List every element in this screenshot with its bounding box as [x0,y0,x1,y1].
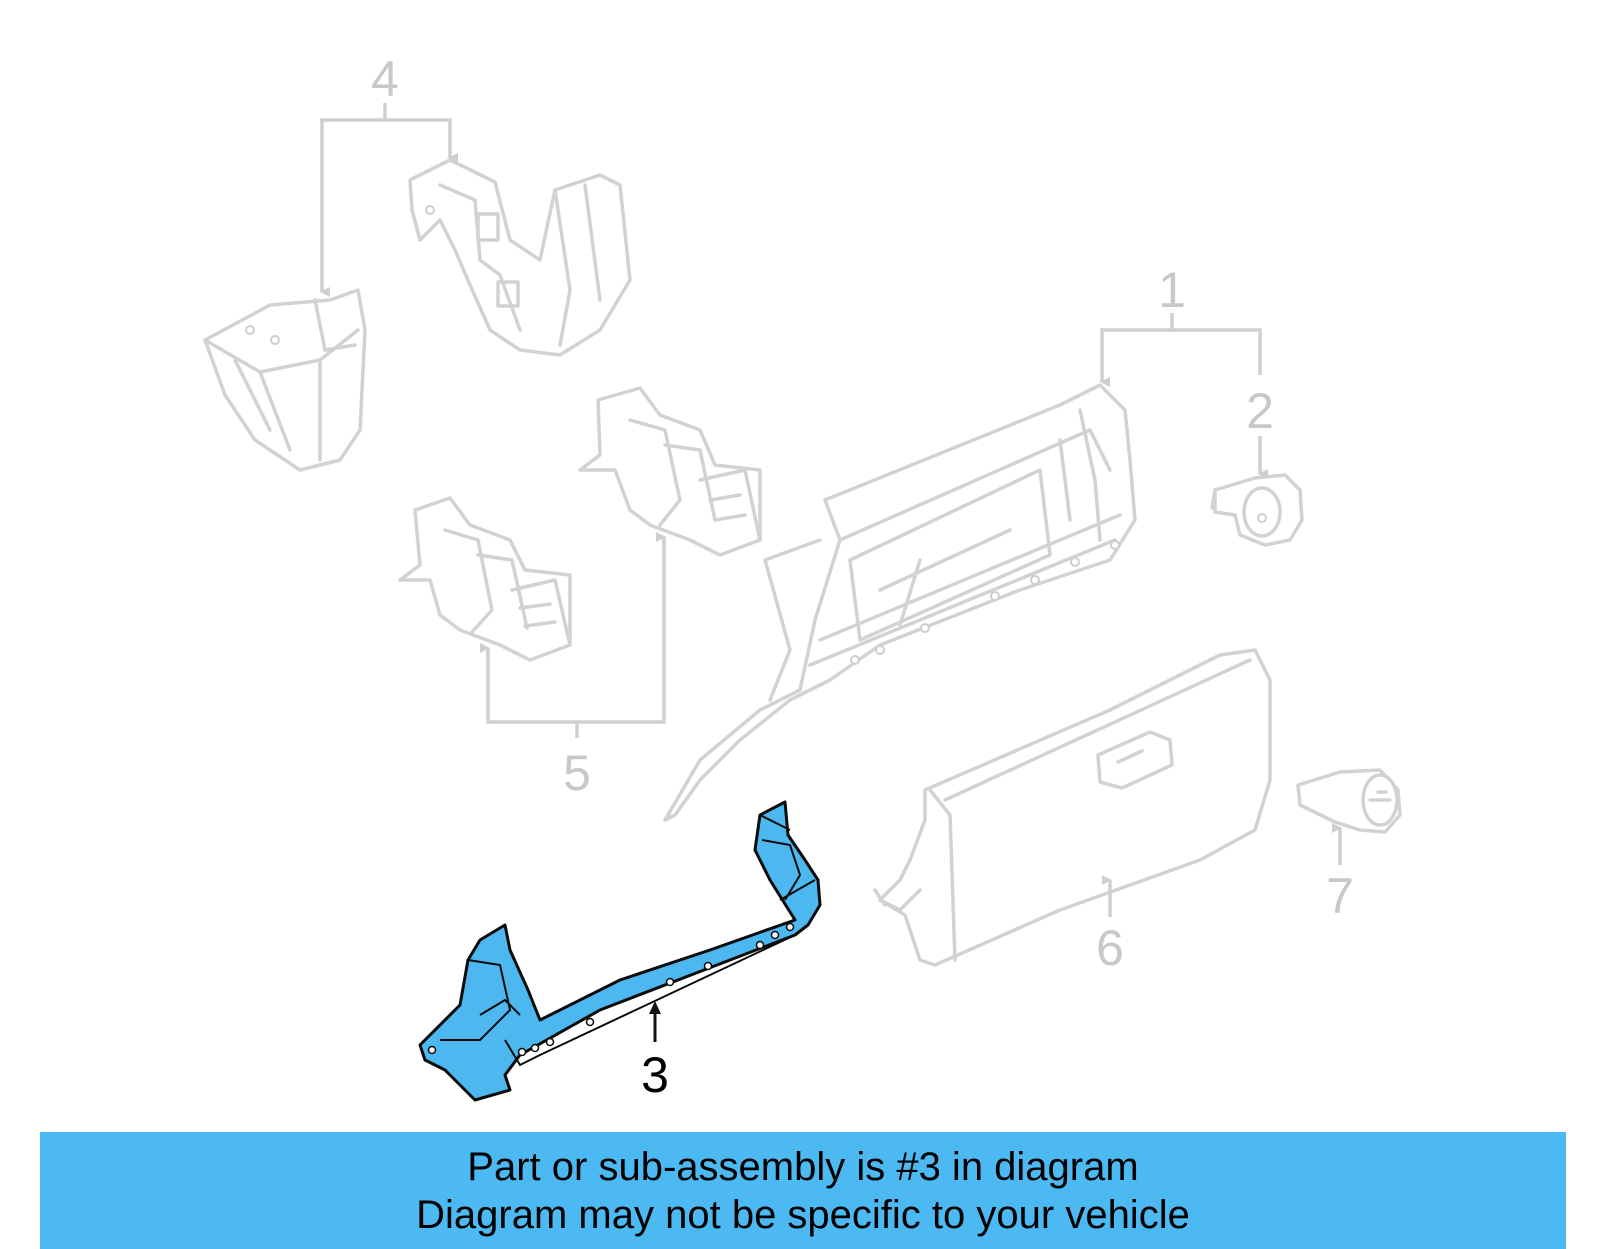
callout-7: 7 [1326,868,1354,924]
part-4-bracket-left [203,288,367,472]
part-4-bracket-right [408,158,632,357]
callout-2: 2 [1246,383,1274,439]
callout-5: 5 [563,745,591,801]
part-7-lock-cylinder [1296,768,1402,834]
leader-5 [480,532,666,738]
part-5-vent-upper [578,386,762,557]
callout-4: 4 [371,51,399,107]
part-5-vent-lower [398,496,572,662]
leader-1 [1100,313,1262,387]
part-3-reinforcement-bracket [418,800,822,1102]
caption-banner: Part or sub-assembly is #3 in diagram Di… [40,1132,1566,1249]
leader-3 [649,1001,661,1042]
leader-4 [320,103,458,297]
callout-1: 1 [1158,262,1186,318]
caption-line-2: Diagram may not be specific to your vehi… [416,1192,1190,1237]
part-2-bumper [1210,473,1304,547]
part-6-glove-box-door [873,648,1272,967]
caption-line-1: Part or sub-assembly is #3 in diagram [467,1144,1139,1189]
part-1-glove-box-housing [663,383,1137,822]
callout-6: 6 [1096,920,1124,976]
callout-3: 3 [641,1047,669,1103]
